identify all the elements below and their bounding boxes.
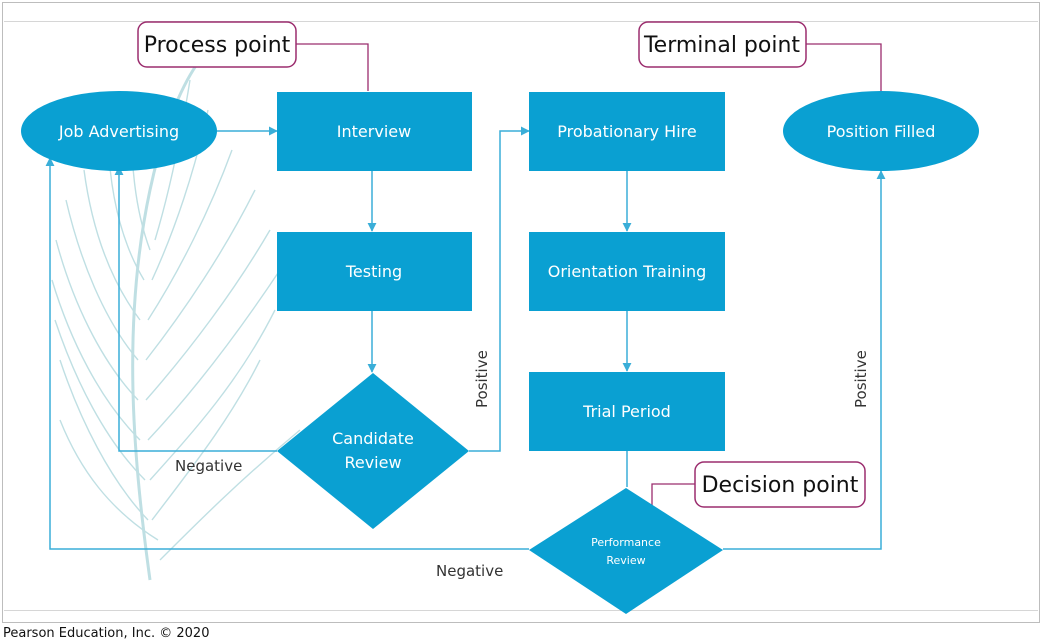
job-advertising-label: Job Advertising	[58, 122, 179, 141]
callout-decision-point: Decision point	[694, 461, 866, 508]
connector-decision-point	[651, 483, 695, 507]
process-point-label: Process point	[144, 33, 291, 58]
edge-performance-negative-to-jobad	[45, 157, 529, 550]
trial-period-shape	[529, 372, 725, 451]
node-testing: Testing	[277, 232, 472, 311]
callout-terminal-point: Terminal point	[638, 21, 807, 68]
performance-review-label-2: Review	[606, 554, 645, 567]
candidate-review-shape	[277, 373, 469, 529]
node-orientation-training: Orientation Training	[529, 232, 725, 311]
edge-candidate-positive-to-probationary	[469, 126, 530, 452]
node-trial-period: Trial Period	[529, 372, 725, 451]
edges	[45, 126, 886, 550]
testing-label: Testing	[345, 262, 402, 281]
interview-shape	[277, 92, 472, 171]
edge-label-positive-candidate: Positive	[473, 350, 491, 408]
candidate-review-label-1: Candidate	[332, 429, 414, 448]
callout-process-point: Process point	[137, 21, 297, 68]
node-performance-review: Performance Review	[529, 488, 723, 614]
node-job-advertising: Job Advertising	[21, 91, 217, 171]
bottom-rule	[4, 610, 1038, 611]
top-rule	[4, 21, 1038, 22]
performance-review-shape	[529, 488, 723, 614]
node-position-filled: Position Filled	[783, 91, 979, 171]
probationary-hire-shape	[529, 92, 725, 171]
terminal-point-label: Terminal point	[643, 33, 800, 58]
edge-label-positive-performance: Positive	[852, 350, 870, 408]
terminal-point-box	[638, 21, 807, 68]
edge-label-negative-performance: Negative	[436, 562, 503, 580]
decision-point-label: Decision point	[702, 473, 859, 498]
node-candidate-review: Candidate Review	[277, 373, 469, 529]
edge-label-negative-candidate: Negative	[175, 457, 242, 475]
decision-point-box	[694, 461, 866, 508]
position-filled-label: Position Filled	[827, 122, 936, 141]
connector-process-point	[296, 43, 369, 91]
performance-review-label-1: Performance	[591, 536, 661, 549]
node-probationary-hire: Probationary Hire	[529, 92, 725, 171]
copyright-credit: Pearson Education, Inc. © 2020	[3, 626, 210, 641]
probationary-hire-label: Probationary Hire	[557, 122, 696, 141]
orientation-training-label: Orientation Training	[548, 262, 707, 281]
interview-label: Interview	[337, 122, 411, 141]
node-interview: Interview	[277, 92, 472, 171]
callout-connectors	[296, 43, 882, 507]
edge-performance-positive-to-filled	[723, 170, 886, 550]
candidate-review-label-2: Review	[344, 453, 401, 472]
job-advertising-shape	[21, 91, 217, 171]
edge-candidate-negative-to-jobad	[114, 166, 277, 452]
connector-terminal-point	[806, 43, 882, 91]
process-point-box	[137, 21, 297, 68]
position-filled-shape	[783, 91, 979, 171]
trial-period-label: Trial Period	[582, 402, 671, 421]
orientation-training-shape	[529, 232, 725, 311]
testing-shape	[277, 232, 472, 311]
